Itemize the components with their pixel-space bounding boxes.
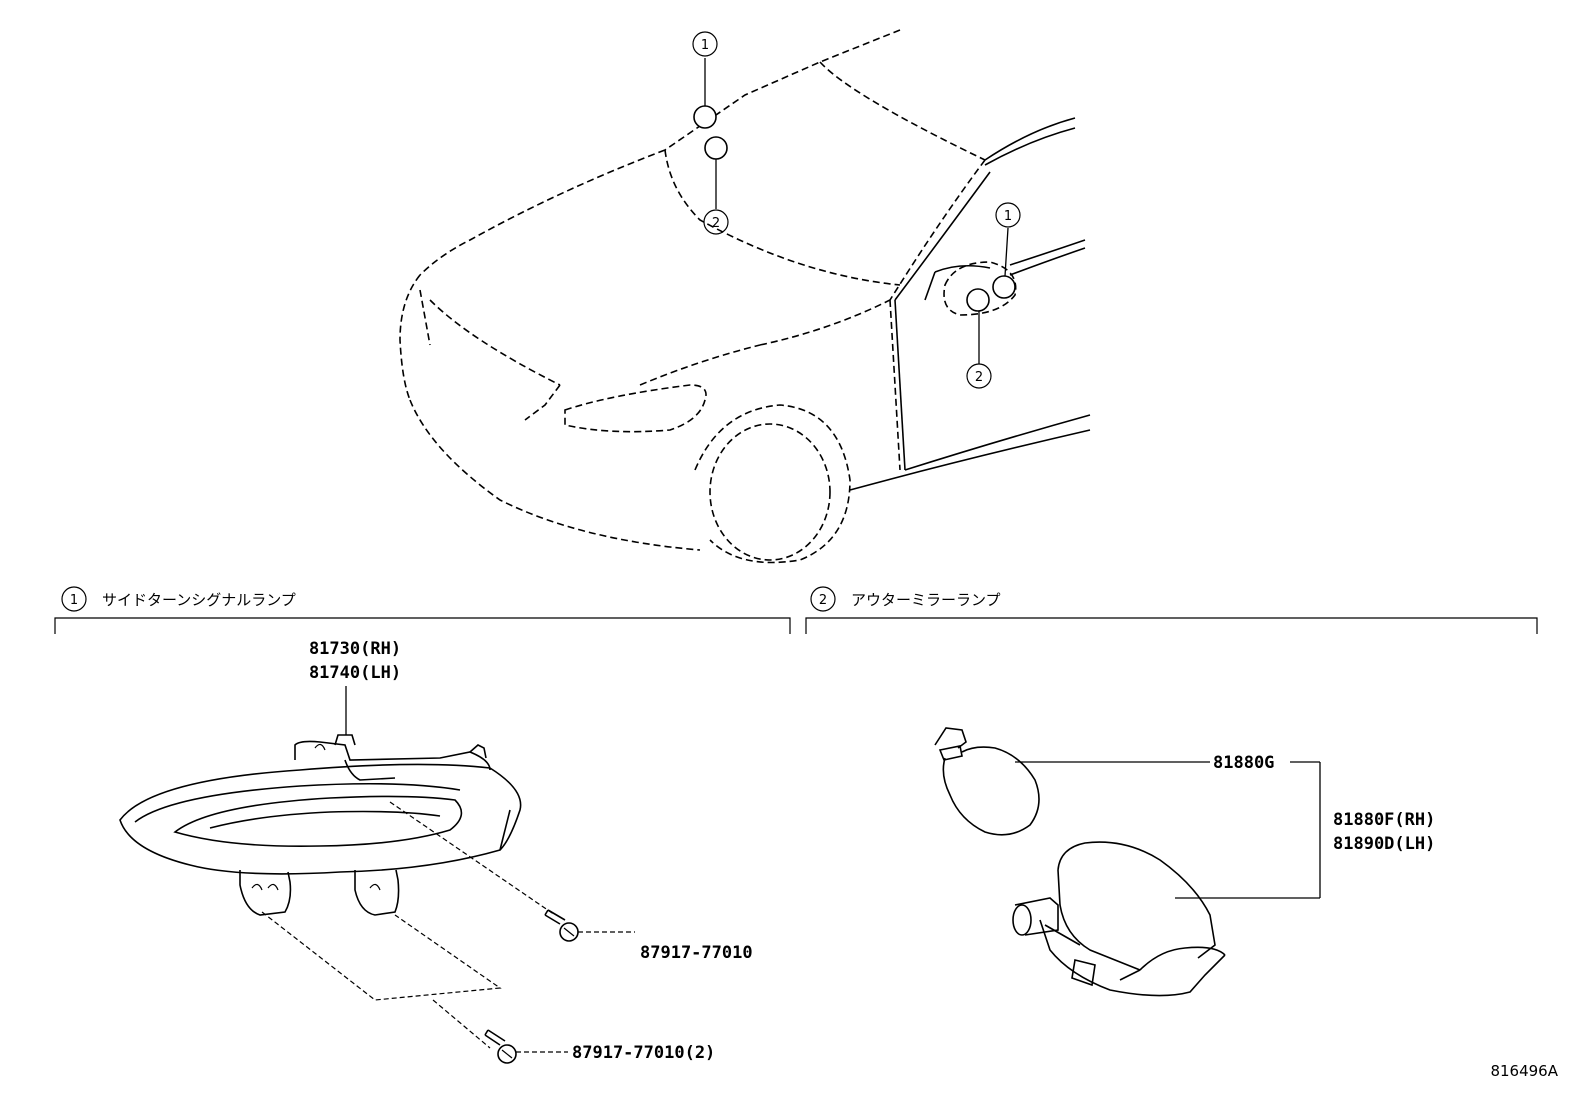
mirror-lamp-housing-drawing <box>1012 841 1320 997</box>
svg-text:1: 1 <box>1004 209 1012 224</box>
side-turn-signal-lamp-drawing <box>119 734 556 1049</box>
svg-text:1: 1 <box>701 38 709 53</box>
part-number-81880f-rh: 81880F(RH) <box>1333 810 1435 830</box>
part-number-81740-lh: 81740(LH) <box>309 663 401 683</box>
bulb-drawing <box>934 727 1210 836</box>
part-number-87917-77010: 87917-77010 <box>640 943 753 963</box>
screw-upper <box>544 909 635 942</box>
svg-text:2: 2 <box>975 370 983 385</box>
callout-1-mirror: 1 <box>995 202 1021 228</box>
section-title-side-turn-signal: サイドターンシグナルランプ <box>102 591 296 609</box>
part-number-81890d-lh: 81890D(LH) <box>1333 834 1435 854</box>
car-overview <box>399 29 1091 564</box>
svg-text:1: 1 <box>70 593 78 608</box>
part-number-81880g: 81880G <box>1213 753 1274 773</box>
callout-1-top: 1 <box>692 31 718 57</box>
section-header-left: 1 サイドターンシグナルランプ <box>54 586 791 634</box>
svg-text:2: 2 <box>712 216 720 231</box>
section-header-right: 2 アウターミラーランプ <box>805 586 1538 634</box>
callout-2-mirror: 2 <box>966 363 992 389</box>
svg-text:2: 2 <box>819 593 827 608</box>
part-number-81730-rh: 81730(RH) <box>309 639 401 659</box>
section-title-outer-mirror-lamp: アウターミラーランプ <box>851 591 1001 609</box>
callout-2-top: 2 <box>703 209 729 235</box>
screw-lower <box>484 1029 568 1064</box>
part-number-87917-77010-qty2: 87917-77010(2) <box>572 1043 715 1063</box>
figure-id: 816496A <box>1490 1062 1558 1080</box>
